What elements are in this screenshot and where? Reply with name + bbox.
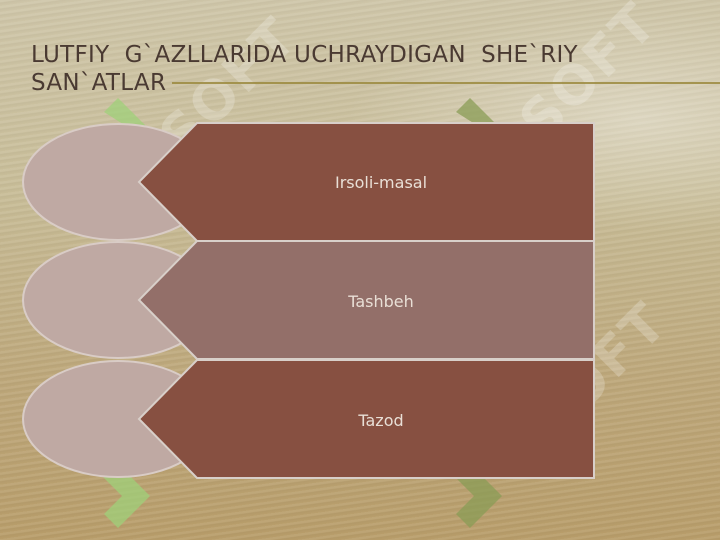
item-label: Irsoli-masal (335, 173, 427, 192)
slide-title: LUTFIY G`AZLLARIDA UCHRAYDIGAN SHE`RIY S… (31, 42, 586, 96)
item-box (137, 359, 595, 479)
list-item: Irsoli-masal (22, 122, 595, 242)
title-underline (172, 82, 720, 84)
list-item: Tashbeh (22, 240, 595, 360)
item-label: Tazod (357, 411, 403, 430)
item-label: Tashbeh (347, 292, 414, 311)
list-item: Tazod (22, 359, 595, 479)
